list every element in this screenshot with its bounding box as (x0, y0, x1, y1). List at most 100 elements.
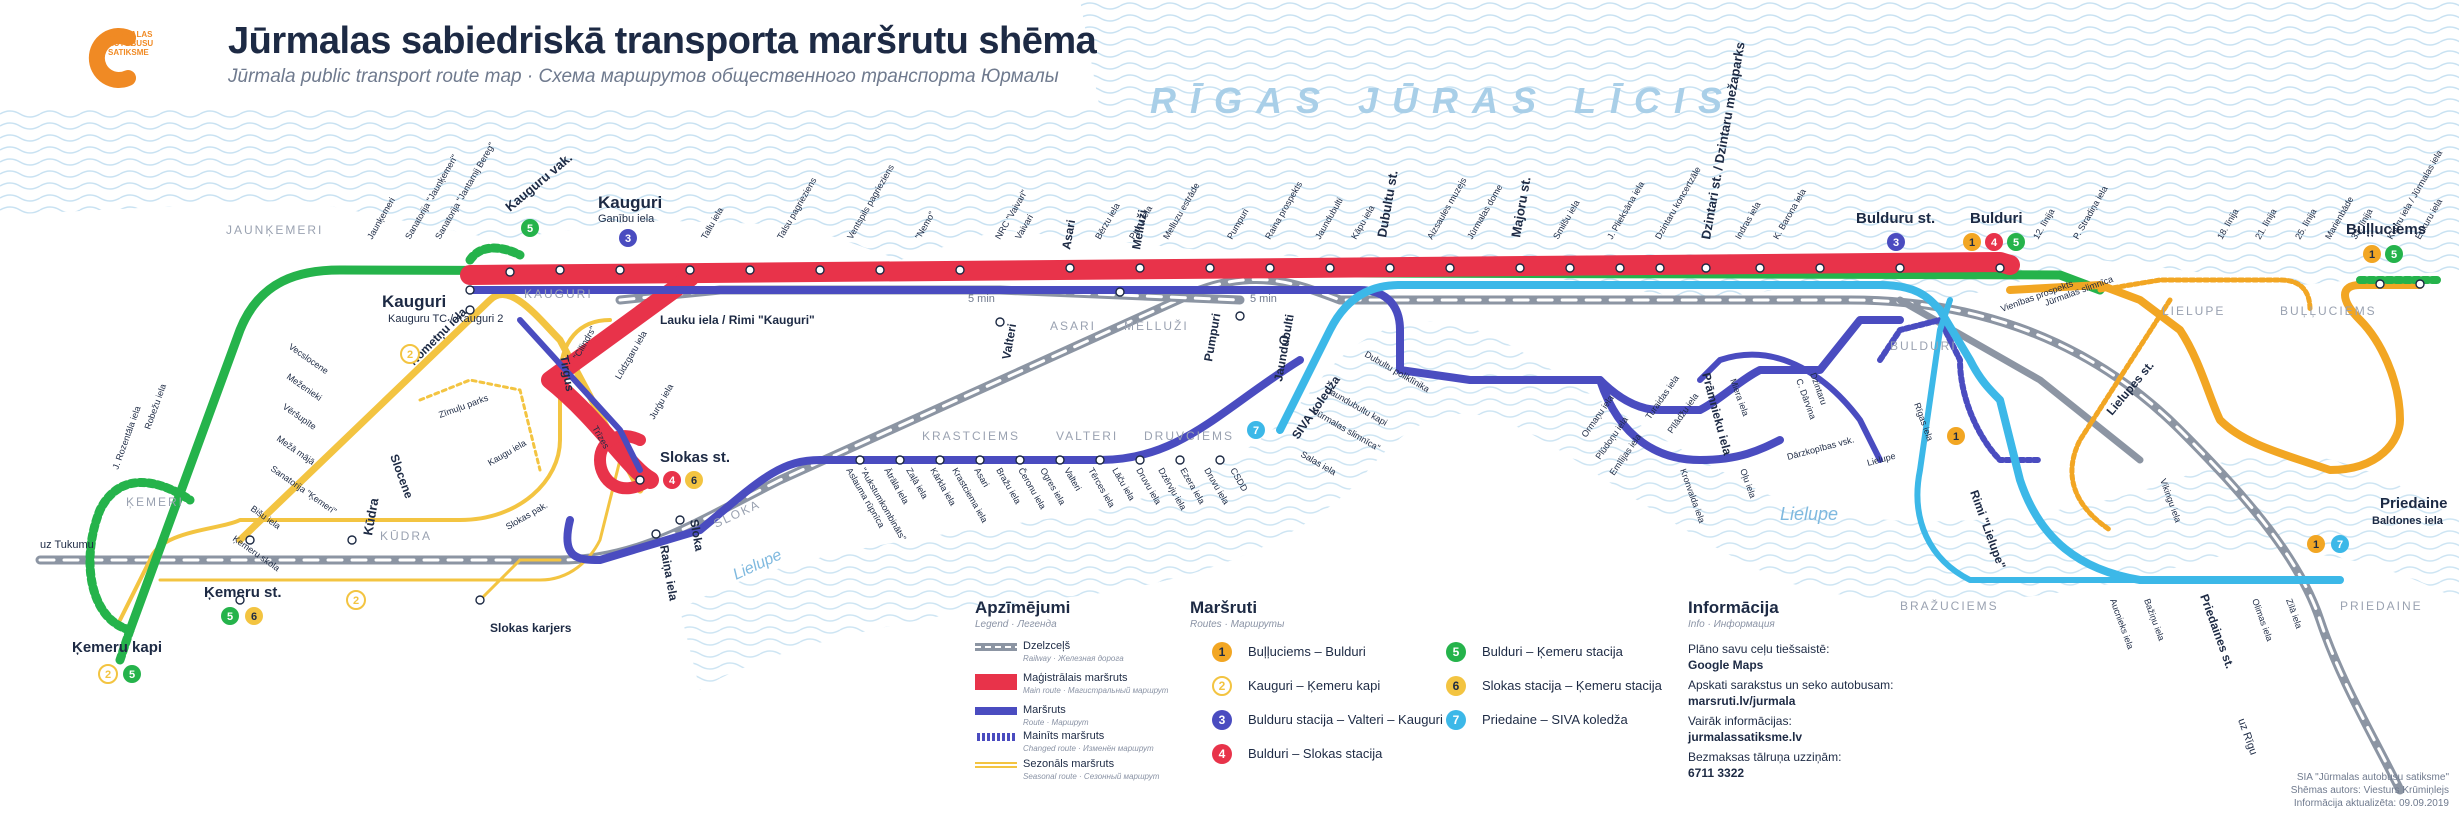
stop-label[interactable]: J. Rozentāla iela (110, 405, 142, 471)
station-bullciems[interactable]: Buļļuciems (2346, 221, 2426, 238)
stop-label[interactable]: Ķemeru skola (231, 533, 282, 573)
stop-label[interactable]: Olimas iela (2250, 597, 2275, 642)
stop-label[interactable]: Zilā iela (2284, 597, 2304, 630)
station-dot[interactable] (1215, 455, 1225, 465)
route-badge-2[interactable] (98, 664, 118, 684)
station-dot[interactable] (745, 265, 755, 275)
station-dot[interactable] (1515, 263, 1525, 273)
station-sloka[interactable]: Sloka (687, 518, 706, 552)
route-badge-1[interactable] (2363, 245, 2381, 263)
info-more-link[interactable]: jurmalassatiksme.lv (1688, 730, 1803, 744)
station-slokas-karjers[interactable]: Slokas karjers (490, 621, 572, 635)
station-dot[interactable] (1701, 263, 1711, 273)
station-dot[interactable] (1065, 263, 1075, 273)
route-badge-4[interactable] (1985, 233, 2003, 251)
route-badge-6[interactable] (685, 471, 703, 489)
station-dot[interactable] (1015, 455, 1025, 465)
station-dot[interactable] (615, 265, 625, 275)
route-badge-5[interactable] (521, 219, 539, 237)
stop-label[interactable]: Robežu iela (142, 383, 168, 431)
station-dot[interactable] (935, 455, 945, 465)
station-dot[interactable] (875, 265, 885, 275)
station-dot[interactable] (555, 265, 565, 275)
station-kauguri-ganibu[interactable]: Kauguri (598, 193, 662, 212)
station-jaundubulti[interactable]: Jaundubulti (1271, 313, 1297, 382)
station-kauguri-main[interactable]: Kauguri (382, 292, 446, 311)
station-melluzi[interactable]: Melluži (1129, 209, 1150, 251)
station-dot[interactable] (635, 475, 645, 485)
station-dot[interactable] (975, 455, 985, 465)
station-kudra[interactable]: Kūdra (360, 496, 381, 536)
station-dot[interactable] (675, 515, 685, 525)
route-badge-6[interactable] (245, 607, 263, 625)
route-badge-7[interactable] (2331, 535, 2349, 553)
station-dot[interactable] (465, 285, 475, 295)
station-valteri[interactable]: Valteri (999, 323, 1019, 361)
station-slocene[interactable]: Slocene (387, 452, 416, 500)
route-badge-4[interactable] (663, 471, 681, 489)
station-kemeru-kapi[interactable]: Ķemeru kapi (72, 639, 162, 656)
station-pumpuri[interactable]: Pumpuri (1201, 312, 1223, 362)
stop-label[interactable]: Miera iela (1728, 377, 1751, 417)
stop-label[interactable]: Aucnieks iela (2108, 597, 2136, 650)
station-dot[interactable] (1655, 263, 1665, 273)
stop-label[interactable]: Vecslocene (287, 341, 330, 376)
station-dot[interactable] (995, 317, 1005, 327)
station-dot[interactable] (1135, 455, 1145, 465)
route-badge-3[interactable] (1887, 233, 1905, 251)
route-badge-7[interactable] (1247, 421, 1265, 439)
route-badge-1[interactable] (1963, 233, 1981, 251)
station-dot[interactable] (465, 305, 475, 315)
station-dot[interactable] (1325, 263, 1335, 273)
stop-label[interactable]: Lielupe (1866, 451, 1897, 468)
station-dot[interactable] (1445, 263, 1455, 273)
station-priedaine[interactable]: Priedaine (2380, 495, 2448, 512)
station-dot[interactable] (955, 265, 965, 275)
station-lauku-iela[interactable]: Lauku iela / Rimi "Kauguri" (660, 313, 815, 327)
station-dot[interactable] (1995, 263, 2005, 273)
station-dot[interactable] (1095, 455, 1105, 465)
route-badge-2[interactable] (346, 590, 366, 610)
info-plan-link[interactable]: Google Maps (1688, 658, 1764, 672)
station-dot[interactable] (1055, 455, 1065, 465)
stop-label[interactable]: Valteri (1062, 466, 1083, 493)
route-badge-1[interactable] (1947, 427, 1965, 445)
station-dot[interactable] (1205, 263, 1215, 273)
station-kemeru-st[interactable]: Ķemeru st. (204, 584, 282, 601)
station-asari[interactable]: Asari (1059, 219, 1078, 251)
info-phone-number[interactable]: 6711 3322 (1688, 766, 1745, 780)
stop-label[interactable]: Mežā mājā (275, 433, 317, 466)
station-dot[interactable] (2415, 279, 2425, 289)
stop-label[interactable]: Bažiņu iela (2142, 597, 2166, 642)
station-dot[interactable] (1135, 263, 1145, 273)
route-badge-3[interactable] (619, 229, 637, 247)
station-dot[interactable] (1265, 263, 1275, 273)
station-dot[interactable] (651, 529, 661, 539)
station-dot[interactable] (1235, 311, 1245, 321)
station-dot[interactable] (505, 267, 515, 277)
station-raina[interactable]: Raiņa iela (657, 544, 681, 602)
station-dot[interactable] (1385, 263, 1395, 273)
station-dot[interactable] (1755, 263, 1765, 273)
route-badge-1[interactable] (2307, 535, 2325, 553)
station-tirgus[interactable]: Tirgus (557, 354, 577, 393)
station-dot[interactable] (815, 265, 825, 275)
station-dot[interactable] (1565, 263, 1575, 273)
station-dot[interactable] (1895, 263, 1905, 273)
station-dot[interactable] (235, 595, 245, 605)
station-dot[interactable] (895, 455, 905, 465)
stop-label[interactable]: Asari (972, 466, 991, 489)
station-dot[interactable] (2375, 279, 2385, 289)
stop-label[interactable]: Kaugu iela (486, 438, 528, 468)
station-dot[interactable] (1175, 455, 1185, 465)
route-badge-5[interactable] (2385, 245, 2403, 263)
stop-label[interactable]: Zīmuļu parks (437, 393, 490, 420)
station-dot[interactable] (245, 535, 255, 545)
station-dot[interactable] (855, 455, 865, 465)
route-badge-5[interactable] (2007, 233, 2025, 251)
station-dot[interactable] (1279, 335, 1289, 345)
stop-label[interactable]: Slokas pak. (504, 500, 549, 532)
stop-label[interactable]: Vēršupīte (281, 401, 318, 431)
stop-label[interactable]: Meženieki (285, 371, 324, 402)
route-badge-5[interactable] (221, 607, 239, 625)
